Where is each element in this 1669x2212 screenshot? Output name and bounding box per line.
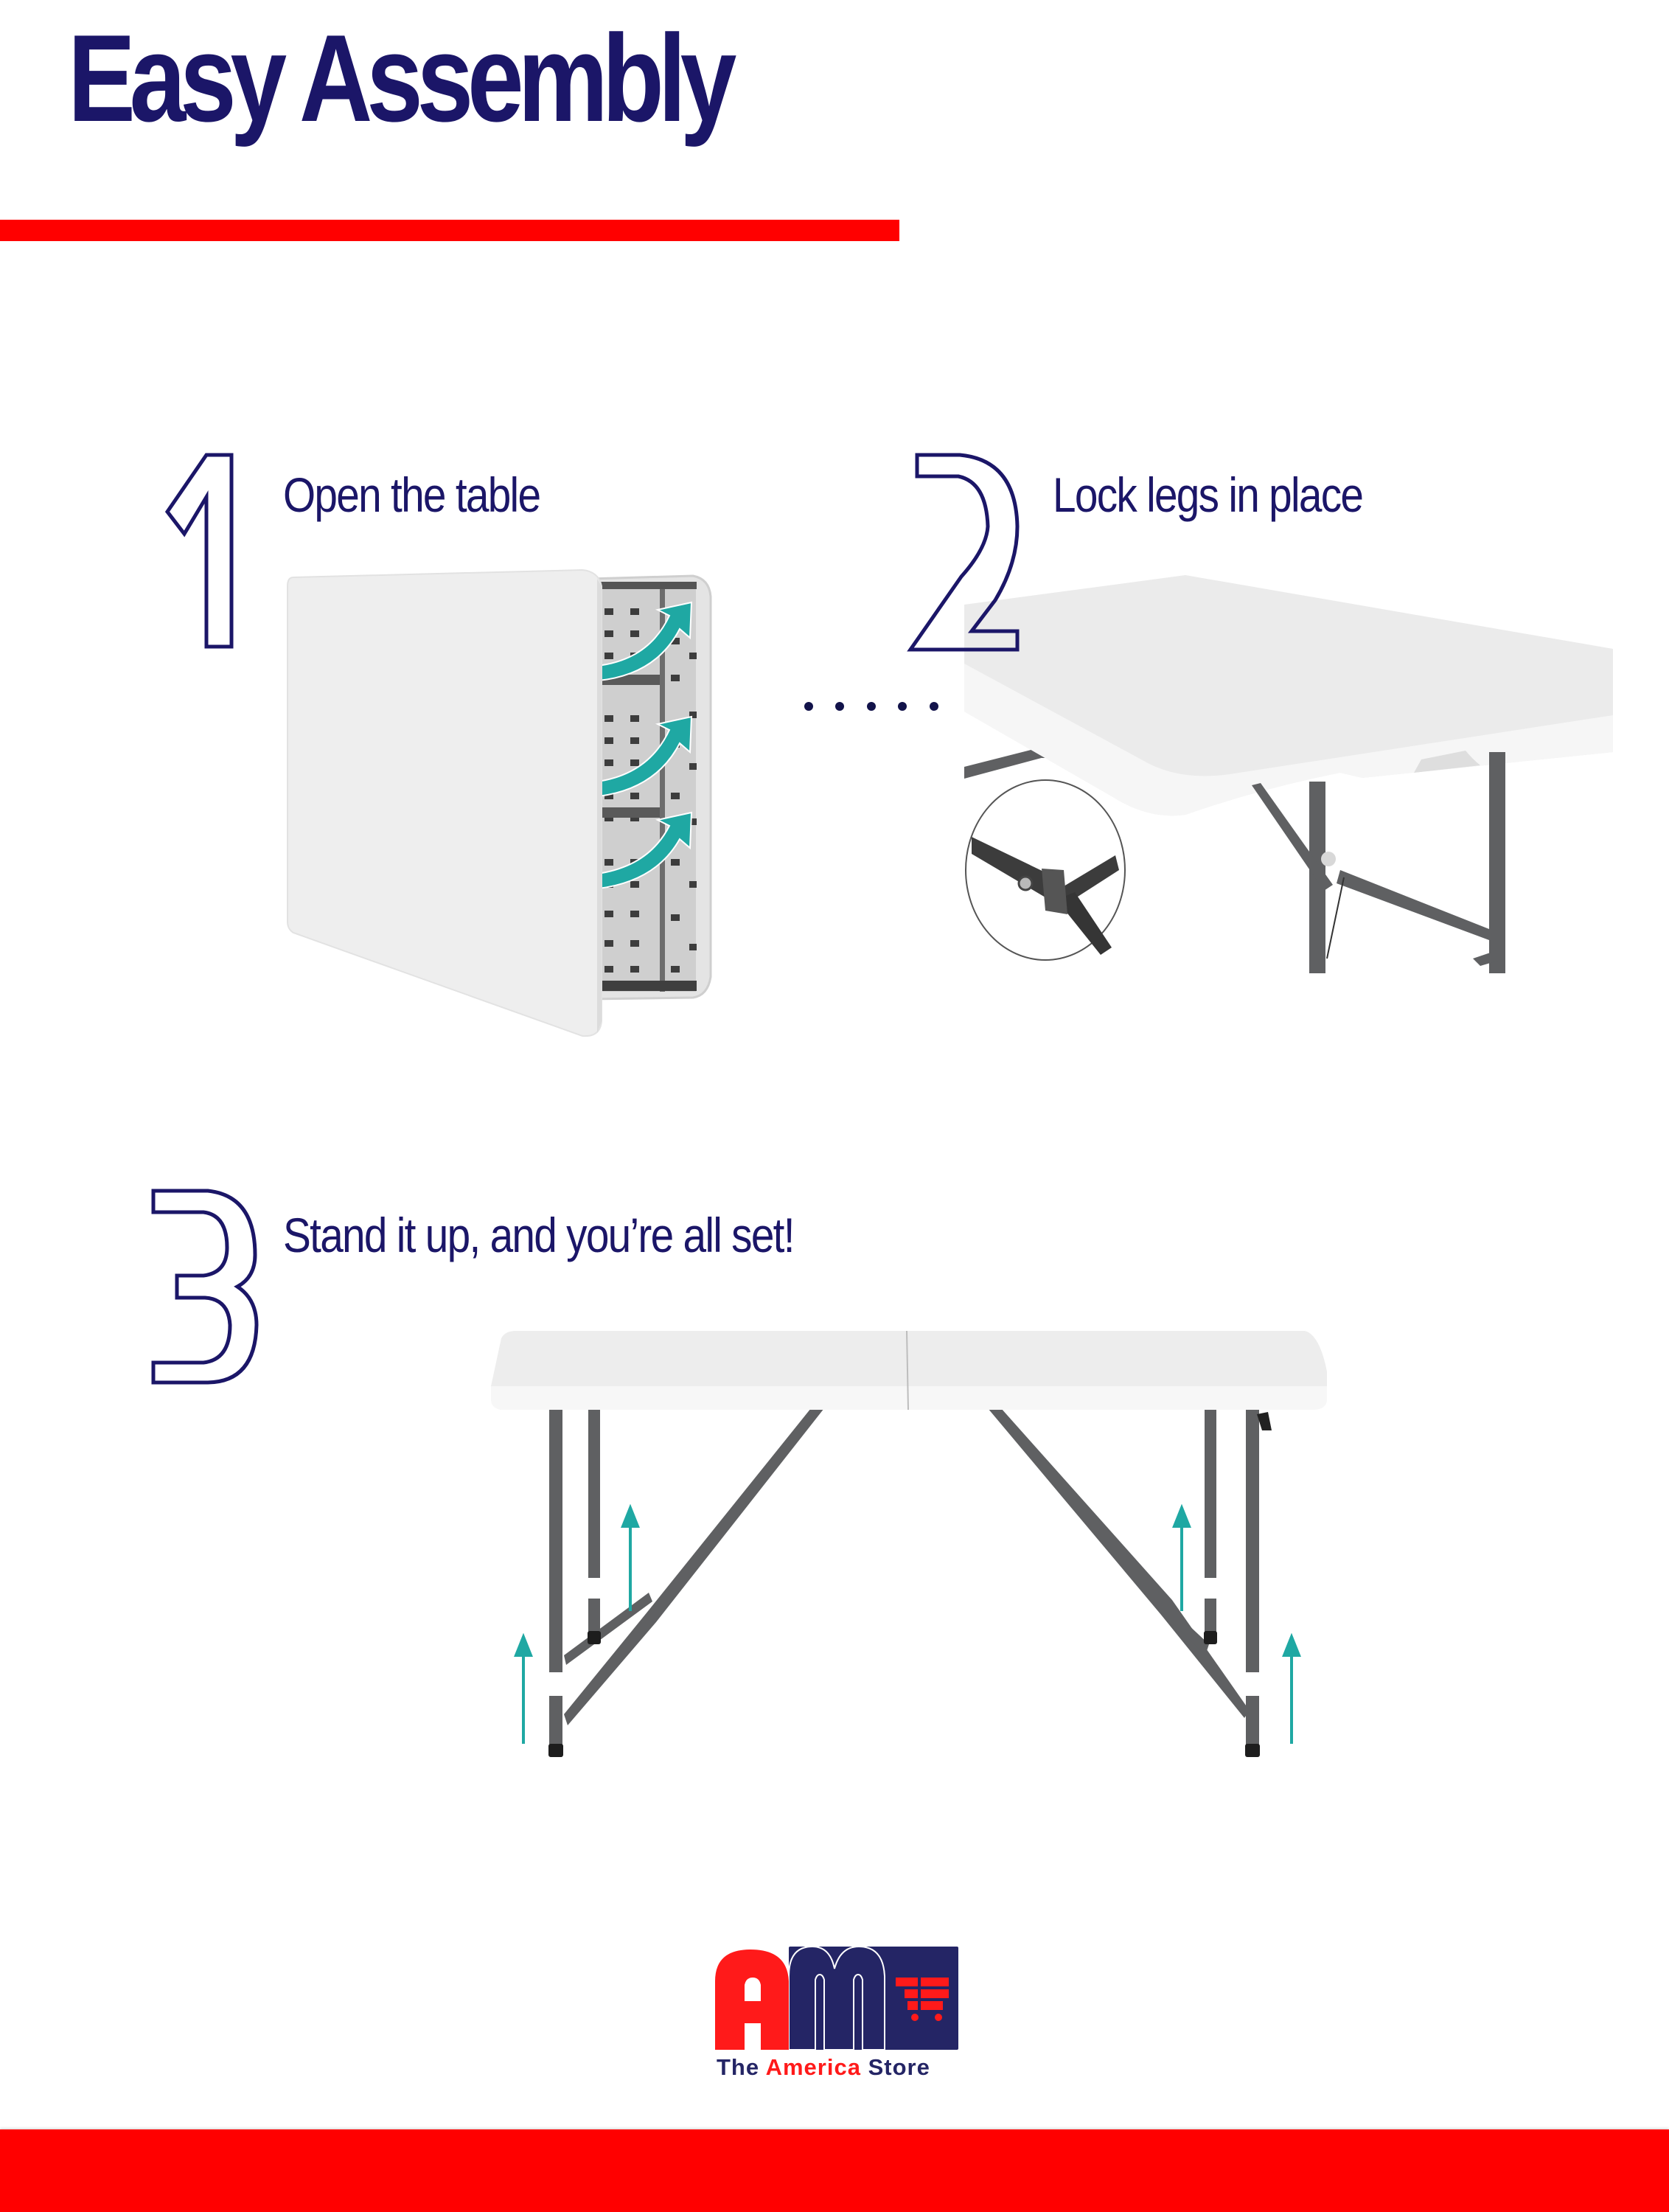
number-two-icon — [907, 453, 1020, 652]
number-three-icon — [151, 1189, 259, 1385]
step-number-1-outline: 1 — [164, 453, 234, 649]
step-number-3-outline: 3 — [150, 1189, 261, 1385]
logo-word-america: America — [765, 2054, 861, 2080]
step-2-label: Lock legs in place — [1053, 467, 1364, 522]
table-lock-illustration — [964, 575, 1620, 973]
connector-dot — [804, 702, 813, 711]
page-title: Easy Assembly — [68, 9, 736, 147]
footer-red-bar — [0, 2129, 1669, 2212]
step-3-label: Stand it up, and you’re all set! — [283, 1208, 795, 1262]
folded-table-illustration — [280, 564, 715, 1043]
standing-table-illustration — [472, 1327, 1342, 1902]
shopping-cart-icon — [896, 1978, 949, 2031]
number-one-icon — [164, 453, 234, 649]
connector-dot — [835, 702, 844, 711]
title-underline-bar — [0, 220, 899, 241]
connector-dot — [898, 702, 907, 711]
logo-word-the: The — [717, 2054, 760, 2080]
brand-logo: The America Store — [715, 1945, 958, 2087]
logo-letter-m — [788, 1945, 886, 2051]
logo-letter-a — [715, 1948, 796, 2050]
step-number-2-outline: 2 — [907, 453, 1025, 652]
connector-dot — [867, 702, 876, 711]
connector-dot — [930, 702, 938, 711]
logo-word-store: Store — [868, 2054, 930, 2080]
logo-tagline: The America Store — [717, 2054, 930, 2081]
step-1-label: Open the table — [283, 467, 541, 522]
